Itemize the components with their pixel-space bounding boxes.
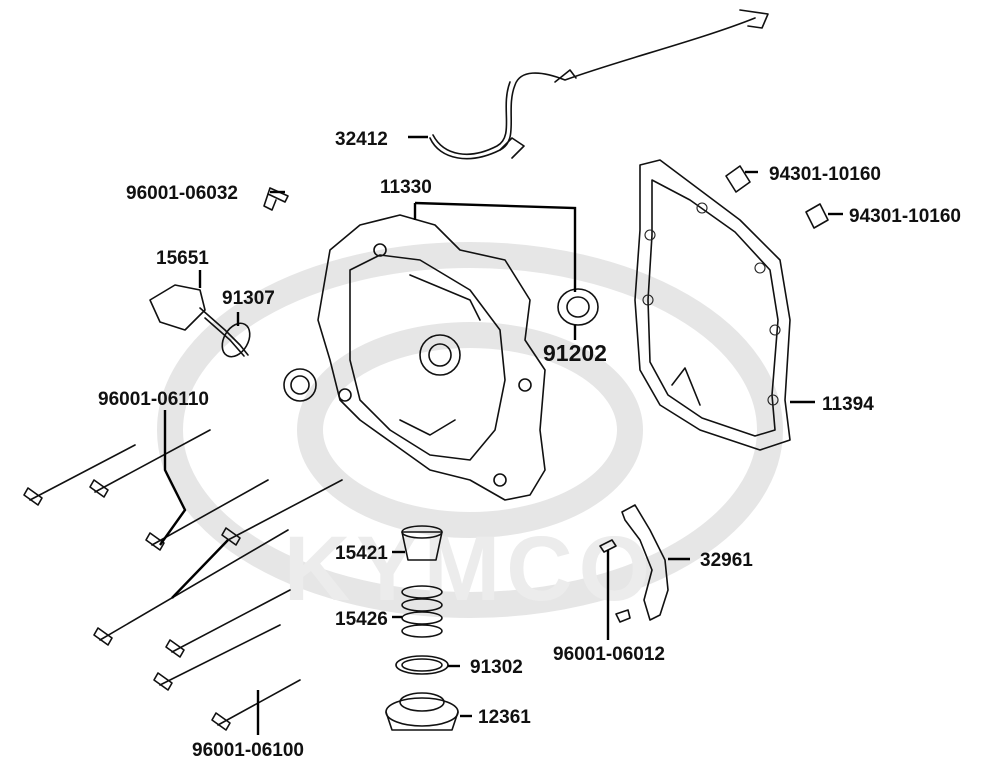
label-oil-tube: 32412 [335, 129, 388, 150]
label-bolt-long-2: 96001-06100 [192, 740, 304, 761]
label-bracket: 32961 [700, 550, 753, 571]
gasket-part [634, 159, 791, 451]
strainer-part [401, 525, 443, 561]
oil-tube-part [429, 9, 769, 160]
label-strainer: 15421 [335, 543, 388, 564]
drain-plug-part [385, 692, 459, 731]
label-dipstick: 15651 [156, 248, 209, 269]
dowel-pin-2-part [805, 203, 829, 229]
label-dowel-1: 94301-10160 [769, 164, 881, 185]
oil-seal-part [557, 288, 599, 326]
label-bolt-long: 96001-06110 [98, 389, 209, 410]
part-labels: 32412 96001-06032 11330 94301-10160 9430… [98, 129, 961, 761]
label-spring: 15426 [335, 609, 388, 630]
label-gasket: 11394 [822, 394, 874, 415]
watermark-text: KYMCO [284, 518, 656, 620]
leader-lines [159, 135, 843, 735]
oring-91302-part [395, 655, 449, 675]
label-dowel-2: 94301-10160 [849, 206, 961, 227]
small-bolt-part [263, 187, 289, 211]
bracket-bolts-part [599, 539, 631, 623]
label-oil-seal: 91202 [543, 340, 607, 366]
dowel-pin-1-part [725, 165, 751, 193]
bracket-part [621, 504, 669, 621]
label-bracket-bolt: 96001-06012 [553, 644, 665, 665]
spring-part [401, 585, 443, 638]
long-bolts-part [23, 429, 343, 731]
label-oring-dipstick: 91307 [222, 288, 275, 309]
label-drain-plug: 12361 [478, 707, 531, 728]
label-oring-drain: 91302 [470, 657, 523, 678]
label-cover: 11330 [380, 177, 432, 198]
oring-91307-part [221, 322, 251, 358]
engine-cover-part [283, 214, 546, 501]
brand-watermark: KYMCO [157, 242, 783, 620]
label-bolt-small: 96001-06032 [126, 183, 238, 204]
